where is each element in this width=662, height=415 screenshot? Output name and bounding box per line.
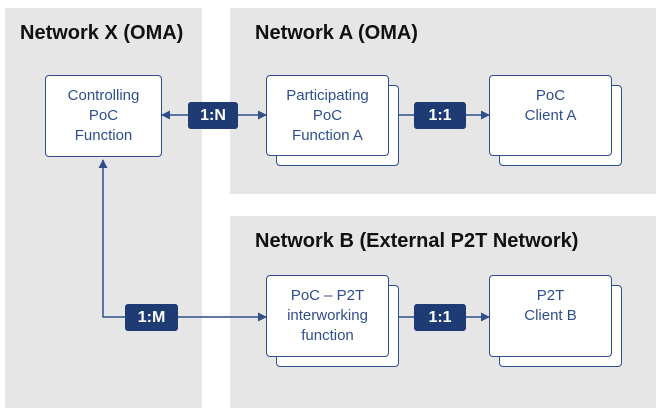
poc-client-a-label: PoC Client A (524, 87, 577, 124)
controlling-poc-function-label: Controlling PoC Function (67, 87, 140, 144)
poc-client-a-box: PoC Client A (489, 75, 612, 156)
interworking-function-box: PoC – P2T interworking function (266, 275, 389, 357)
p2t-client-b-label: P2T Client B (524, 287, 577, 324)
participating-poc-function-box: Participating PoC Function A (266, 75, 389, 156)
badge-a-to-client: 1:1 (414, 102, 466, 129)
badge-b-to-client: 1:1 (414, 304, 466, 331)
link-x-to-b (98, 159, 267, 322)
network-x-title: Network X (OMA) (20, 22, 184, 44)
interworking-function-label: PoC – P2T interworking function (287, 287, 368, 344)
network-a-title: Network A (OMA) (255, 22, 418, 44)
controlling-poc-function-box: Controlling PoC Function (45, 75, 162, 157)
network-b-title: Network B (External P2T Network) (255, 230, 579, 252)
participating-poc-function-label: Participating PoC Function A (286, 86, 369, 144)
p2t-client-b-box: P2T Client B (489, 275, 612, 357)
badge-x-to-b: 1:M (125, 304, 178, 331)
badge-x-to-a: 1:N (188, 102, 238, 129)
